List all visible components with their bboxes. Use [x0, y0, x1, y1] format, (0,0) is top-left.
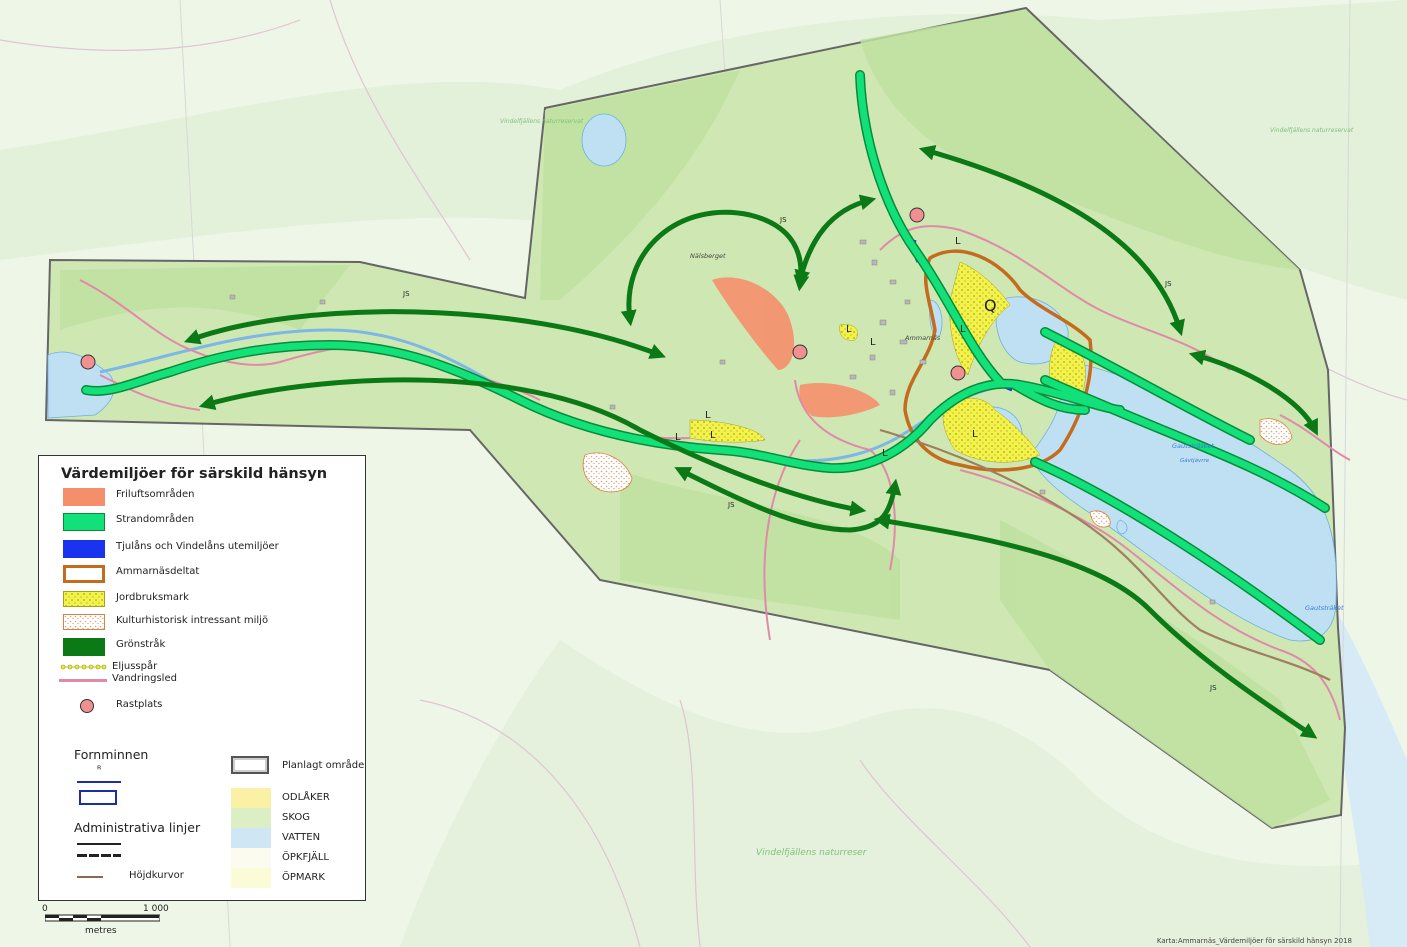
legend-row-tjulan: Tjulåns och Vindelåns utemiljöer [39, 538, 359, 558]
scale-bar-graphic [45, 914, 160, 922]
legend-row-ammarnasdeltat: Ammarnäsdeltat [39, 563, 359, 583]
map-label-gautstrasket: Gautsträsket [1172, 442, 1214, 450]
map-label-l: L [870, 337, 876, 348]
legend-label: Grönstråk [116, 639, 166, 650]
map-label-gautstraket: Gautsträket [1305, 604, 1344, 612]
legend-row-friluftsomraden: Friluftsområden [39, 486, 359, 506]
legend-label: Friluftsområden [116, 489, 195, 500]
map-legend: Värdemiljöer för särskild hänsyn Friluft… [38, 455, 366, 901]
contour-line-icon [77, 876, 103, 878]
yellow-hatch-swatch-icon [63, 591, 105, 607]
map-label-l: L [882, 448, 888, 459]
map-label-ammarnas: Ammarnäs [904, 334, 941, 342]
planned-area-label: Planlagt område [282, 760, 365, 771]
rastplats-delta [950, 365, 966, 381]
map-label-js: JS [779, 216, 787, 224]
place-names: Gautsträsket Gávtjávrre Gautsträket Näls… [500, 118, 1354, 858]
landcover-label: ÖPKFJÄLL [282, 852, 329, 863]
scale-bar: 0 1 000 metres [40, 904, 180, 940]
rastplats-north [909, 207, 925, 223]
admin-dashed-line-icon [77, 854, 121, 857]
background-forest-south [400, 640, 1407, 947]
admin-lines-title: Administrativa linjer [74, 820, 201, 835]
map-label-l: L [960, 324, 966, 335]
rastplats-west [80, 354, 96, 370]
fornminnen-title: Fornminnen [74, 747, 149, 762]
map-label-reservat-large: Vindelfjällens naturreser [756, 848, 868, 858]
legend-row-kulturhistorisk: Kulturhistorisk intressant miljö [39, 612, 359, 632]
odlaker-swatch-icon [231, 788, 271, 808]
fornminnen-line-icon [77, 781, 121, 783]
map-label-reservat: Vindelfjällens naturreservat [500, 118, 584, 125]
map-label-l: L [846, 324, 852, 335]
landcover-label: ODLÅKER [282, 792, 330, 803]
admin-line-icon [77, 843, 121, 845]
legend-row-strandomraden: Strandområden [39, 511, 359, 531]
fornminnen-area-icon [79, 790, 117, 805]
opkfjall-swatch-icon [231, 848, 271, 868]
map-label-l: L [675, 432, 681, 443]
blue-fill-swatch-icon [63, 540, 105, 558]
dotted-hatch-swatch-icon [63, 614, 105, 630]
opmark-swatch-icon [231, 868, 271, 888]
skog-swatch-icon [231, 808, 271, 828]
planned-area-icon [231, 756, 269, 774]
map-label-js: JS [1164, 280, 1172, 288]
landcover-label: ÖPMARK [282, 872, 325, 883]
map-label-nalsberget: Nälsberget [690, 252, 726, 260]
rastplats-markers[interactable] [80, 207, 966, 381]
landcover-label: VATTEN [282, 832, 321, 843]
map-label-l: L [955, 236, 961, 247]
legend-row-jordbruksmark: Jordbruksmark [39, 589, 359, 609]
west-lake [47, 351, 115, 419]
legend-label: Kulturhistorisk intressant miljö [116, 615, 269, 626]
map-label-l: L [705, 410, 711, 421]
legend-label: Vandringsled [112, 673, 177, 684]
legend-label: Strandområden [116, 514, 195, 525]
map-labels: JS JS JS JS JS Q L L L L L L L L L [402, 216, 1217, 692]
legend-label: Tjulåns och Vindelåns utemiljöer [116, 541, 279, 552]
map-label-gavtjavrre: Gávtjávrre [1180, 457, 1210, 464]
settlement-blocks [229, 239, 1216, 605]
scale-unit: metres [85, 926, 117, 936]
scale-zero: 0 [42, 904, 48, 914]
vatten-swatch-icon [231, 828, 271, 848]
brown-outline-swatch-icon [63, 565, 105, 583]
map-credit: Karta:Ammarnäs_Värdemiljöer för särskild… [1156, 937, 1352, 945]
legend-label: Eljusspår [112, 661, 158, 672]
dark-green-fill-swatch-icon [63, 638, 105, 656]
map-label-reservat: Vindelfjällens naturreservat [1270, 127, 1354, 134]
map-label-js: JS [402, 290, 410, 298]
map-label-js: JS [727, 501, 735, 509]
legend-row-vandringsled: Vandringsled [39, 670, 359, 690]
map-label-js: JS [1209, 684, 1217, 692]
pink-circle-icon [80, 699, 94, 713]
legend-row-rastplats: Rastplats [39, 696, 359, 716]
background-lake [1330, 600, 1407, 947]
fornminnen-icon: ᴿ [97, 765, 102, 776]
contour-label: Höjdkurvor [129, 870, 184, 881]
legend-label: Rastplats [116, 699, 163, 710]
legend-title: Värdemiljöer för särskild hänsyn [61, 466, 328, 482]
gronstrak-arrows[interactable] [183, 144, 1318, 739]
north-pond [581, 113, 627, 167]
pink-line-icon [59, 679, 107, 682]
map-label-l: L [710, 430, 716, 441]
salmon-fill-swatch-icon [63, 488, 105, 506]
map-label-l: L [972, 429, 978, 440]
dotted-yellow-line-icon [60, 664, 107, 670]
landcover-label: SKOG [282, 812, 310, 823]
legend-label: Jordbruksmark [116, 592, 189, 603]
legend-label: Ammarnäsdeltat [116, 566, 200, 577]
rastplats-center [792, 344, 808, 360]
scale-max: 1 000 [143, 904, 169, 914]
legend-row-gronstrak: Grönstråk [39, 636, 359, 656]
map-label-q: Q [984, 296, 997, 315]
legend-row-eljusspar: Eljusspår [39, 658, 359, 678]
green-fill-swatch-icon [63, 513, 105, 531]
